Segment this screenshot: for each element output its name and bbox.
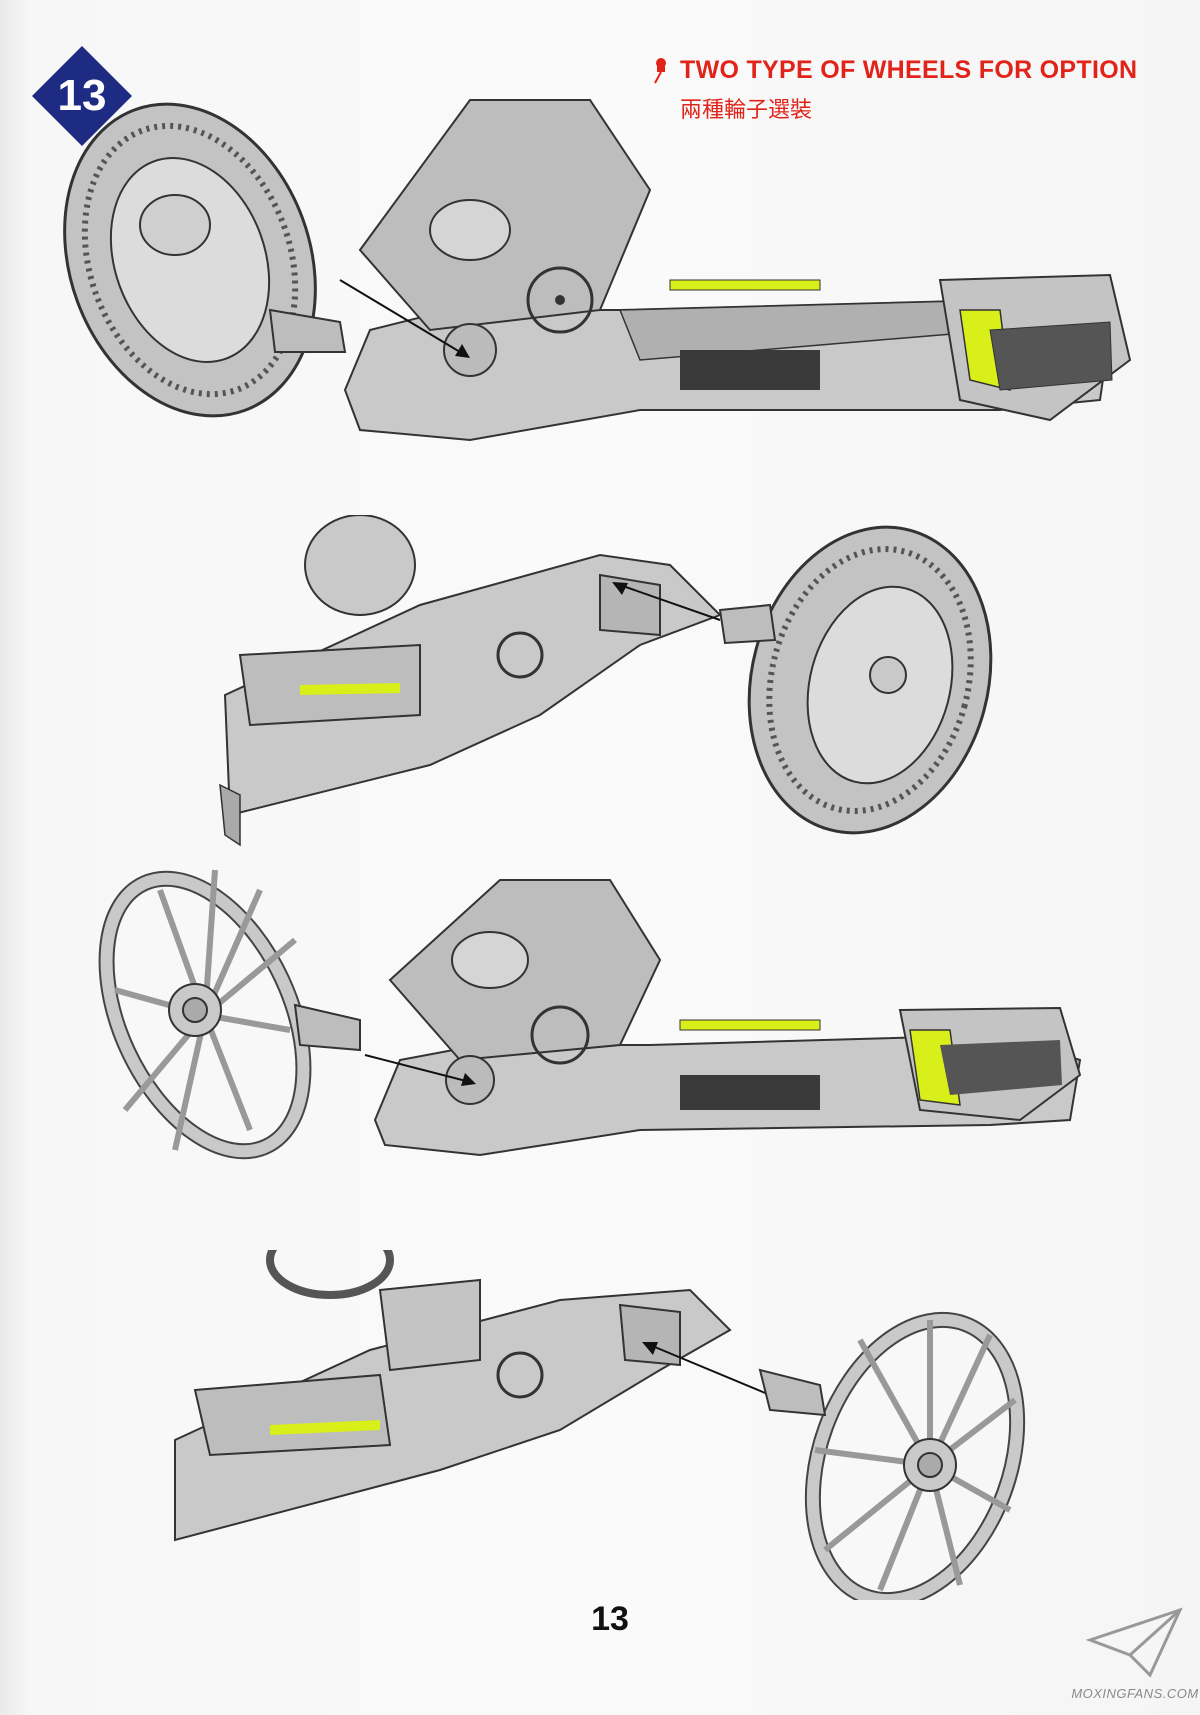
figure-spoked-wheel-right: [174, 1250, 1026, 1600]
step-number-badge: 13: [30, 44, 134, 148]
assembly-arrow: [649, 1344, 771, 1396]
carriage-body: [373, 879, 1082, 1157]
carriage-body: [343, 99, 1132, 442]
option-note-chinese: 兩種輪子選裝: [680, 98, 813, 123]
watermark-text: MOXINGFANS.COM: [1071, 1686, 1199, 1701]
spoked-wheel: [758, 1311, 1026, 1600]
paper-plane-logo-icon: [1085, 1607, 1183, 1678]
step-diamond-icon: [32, 46, 132, 146]
assembly-arrow: [619, 584, 721, 621]
step-number: 13: [57, 71, 107, 120]
carriage-closeup: [219, 515, 722, 847]
pneumatic-wheel: [63, 102, 347, 418]
spoked-wheel: [98, 869, 361, 1160]
pushpin-icon: [654, 58, 666, 84]
pneumatic-wheel: [718, 525, 993, 835]
assembly-arrow: [364, 1054, 471, 1083]
figure-pneumatic-wheel-right: [219, 515, 993, 847]
figure-pneumatic-wheel-left: [63, 99, 1132, 442]
option-note-english: TWO TYPE OF WHEELS FOR OPTION: [680, 56, 1138, 84]
watermark: MOXINGFANS.COM: [1070, 1600, 1200, 1715]
figure-spoked-wheel-left: [98, 869, 1082, 1160]
page-number: 13: [591, 1600, 629, 1638]
carriage-closeup: [174, 1250, 732, 1542]
assembly-arrow: [339, 279, 466, 356]
